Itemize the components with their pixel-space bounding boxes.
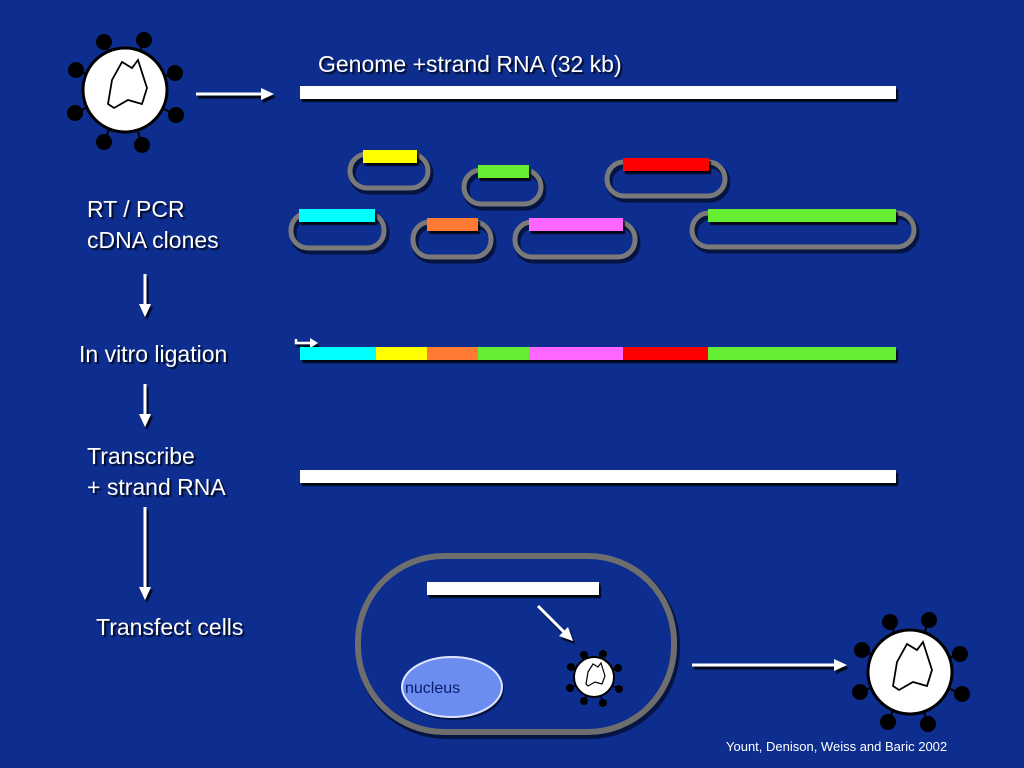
genome-title: Genome +strand RNA (32 kb): [318, 51, 622, 77]
step-transcribe-label: Transcribe + strand RNA: [87, 441, 226, 503]
arrow-down-3: [139, 507, 151, 600]
ligated-segment: [427, 347, 478, 360]
genome-rna-bar: [300, 86, 896, 99]
virion-icon-bottom: [852, 612, 970, 732]
step-label-line: In vitro ligation: [79, 341, 228, 367]
step-label-line: cDNA clones: [87, 227, 219, 253]
step-rt-pcr-label: RT / PCR cDNA clones: [87, 194, 219, 256]
arrow-right-top: [196, 88, 274, 100]
arrow-down-1: [139, 274, 151, 317]
ligated-segment: [300, 347, 376, 360]
step-label-line: Transcribe: [87, 443, 195, 469]
step-label-line: Transfect cells: [96, 614, 244, 640]
step-label-line: RT / PCR: [87, 196, 185, 222]
plasmid-5: [410, 218, 497, 264]
step-ligation-label: In vitro ligation: [79, 339, 227, 370]
arrow-right-bottom: [692, 659, 847, 671]
plasmid-4: [288, 209, 390, 255]
plasmid-clones: [288, 150, 920, 264]
ligated-segment: [708, 347, 896, 360]
step-transfect-label: Transfect cells: [96, 612, 243, 643]
step-label-line: + strand RNA: [87, 474, 226, 500]
plasmid-6: [512, 218, 641, 264]
plasmid-2: [461, 165, 547, 211]
arrow-down-2: [139, 384, 151, 427]
transcribed-rna-bar: [300, 470, 896, 483]
virion-icon-small: [566, 650, 623, 707]
arrow-diagonal: [536, 604, 573, 641]
plasmid-7: [689, 209, 920, 254]
nucleus-shape: [401, 656, 503, 718]
ligated-genome-bar: [300, 347, 896, 360]
citation: Yount, Denison, Weiss and Baric 2002: [726, 739, 948, 754]
ligated-segment: [478, 347, 529, 360]
promoter-arrow-icon: [294, 338, 318, 348]
nucleus-label: nucleus: [405, 680, 461, 697]
plasmid-3: [604, 158, 731, 203]
ligated-segment: [529, 347, 623, 360]
ligated-segment: [376, 347, 427, 360]
virion-icon-top: [67, 32, 184, 153]
cell-rna-bar: [427, 582, 599, 595]
plasmid-1: [347, 150, 434, 195]
ligated-segment: [623, 347, 708, 360]
